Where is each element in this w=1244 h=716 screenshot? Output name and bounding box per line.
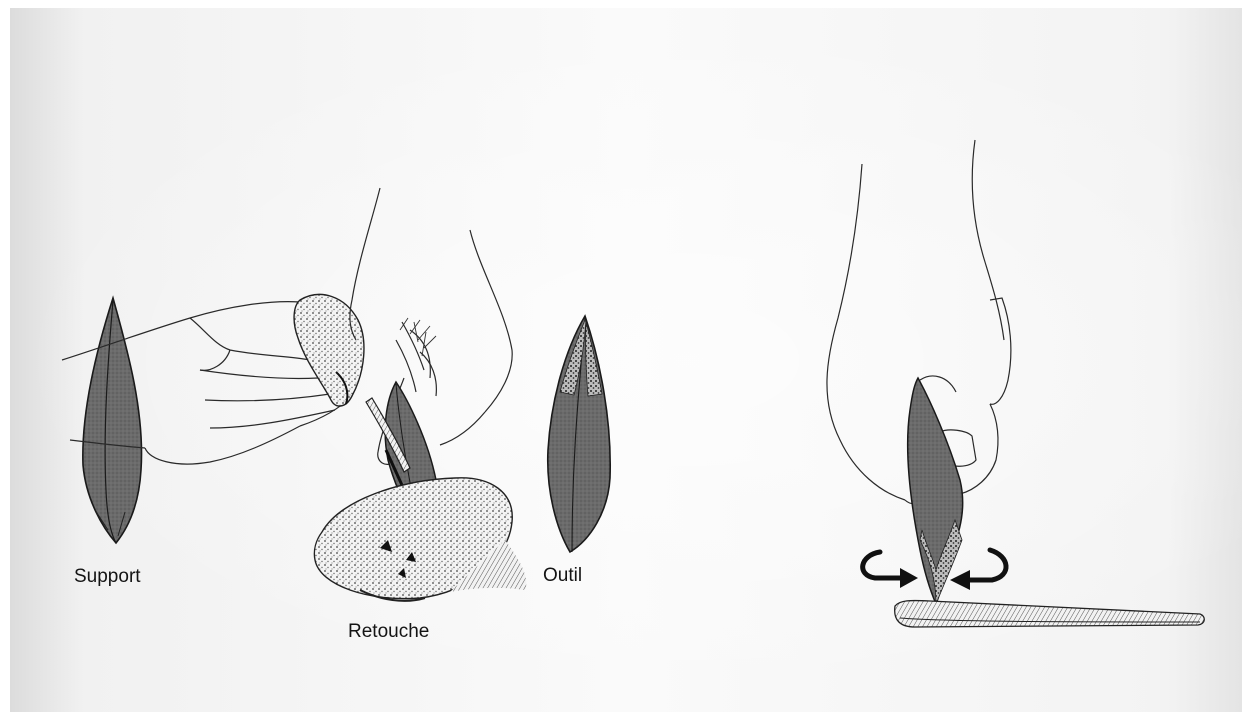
anvil-stone	[314, 478, 526, 601]
curved-arrow-icon-left	[863, 552, 918, 588]
label-retouche: Retouche	[348, 621, 429, 643]
hammerstone	[294, 294, 364, 406]
workpiece-plank	[895, 601, 1205, 627]
label-support: Support	[74, 566, 141, 588]
outil-blade	[548, 316, 610, 552]
label-outil: Outil	[543, 565, 582, 587]
curved-arrow-icon-right	[950, 550, 1006, 590]
support-blade	[83, 298, 142, 543]
right-hand-drawing	[350, 188, 512, 464]
drill-bit	[908, 378, 963, 604]
